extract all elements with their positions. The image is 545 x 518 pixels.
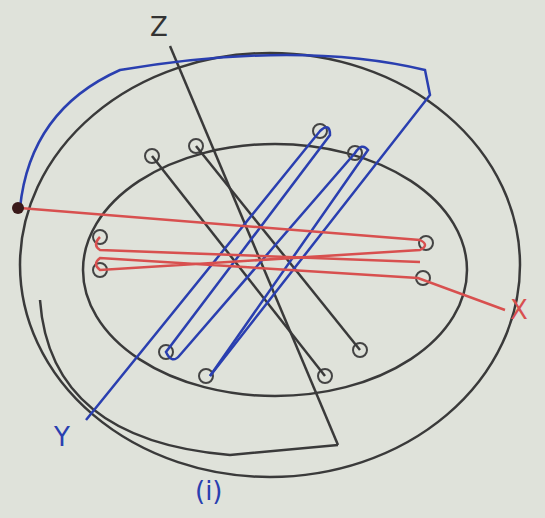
phase-label: Z — [150, 14, 168, 40]
phase-label: X — [510, 297, 528, 323]
stator-rings — [20, 53, 520, 477]
y-phase-coil — [20, 55, 430, 420]
phase-label: Y — [54, 424, 70, 450]
z-phase-coil — [152, 46, 360, 445]
terminal-dot — [12, 202, 24, 214]
figure-caption: (i) — [195, 478, 223, 504]
outer-ring — [20, 53, 520, 477]
x-phase-coil — [20, 208, 505, 310]
